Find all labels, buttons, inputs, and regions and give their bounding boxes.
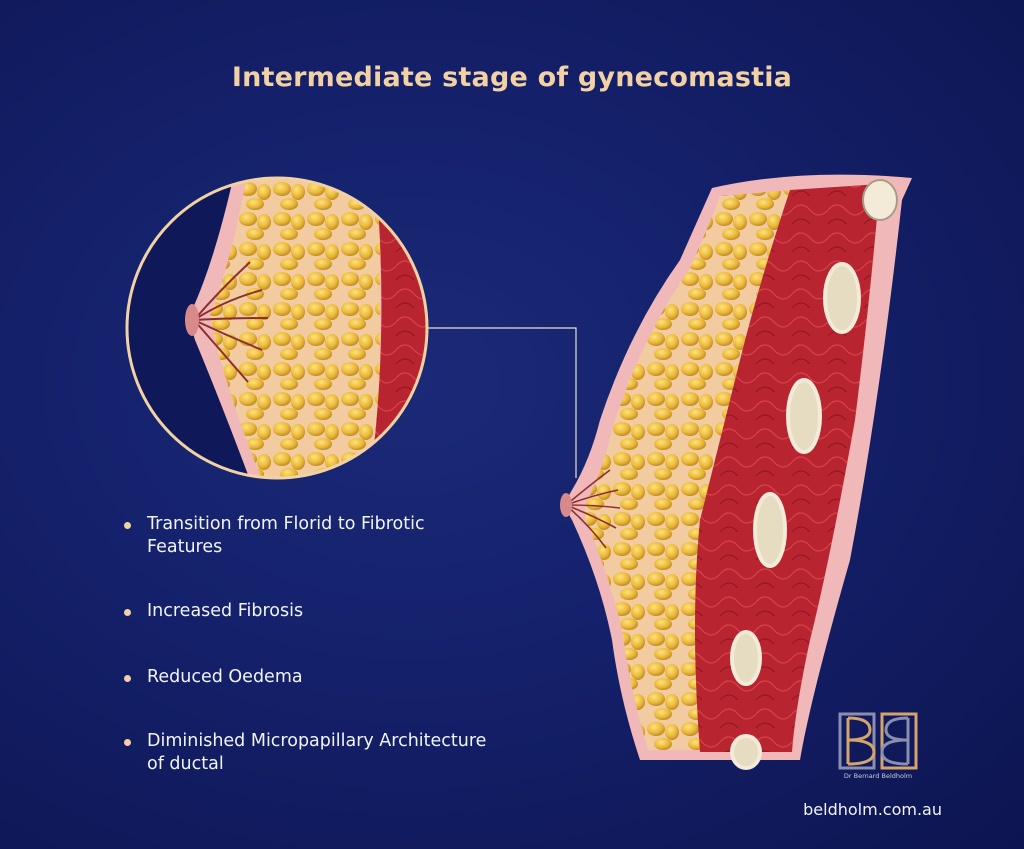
rib-bones: [730, 179, 898, 770]
logo-caption: Dr Bernard Beldholm: [843, 772, 913, 780]
list-item-text: Diminished Micropapillary Architecture o…: [147, 731, 487, 774]
zoom-detail-circle: [125, 176, 429, 480]
list-item: Reduced Oedema: [124, 666, 504, 689]
bullet-dot-icon: [124, 609, 131, 616]
list-item-text: Transition from Florid to Fibrotic Featu…: [147, 514, 425, 557]
bullet-dot-icon: [124, 675, 131, 682]
list-item: Increased Fibrosis: [124, 600, 504, 623]
website-link[interactable]: beldholm.com.au: [803, 800, 942, 819]
zoom-connector-line: [427, 327, 577, 478]
page-title: Intermediate stage of gynecomastia: [231, 62, 793, 93]
bullet-dot-icon: [124, 739, 131, 746]
bullet-dot-icon: [124, 522, 131, 529]
brand-logo-icon: [838, 712, 918, 770]
fat-layer: [585, 190, 790, 750]
list-item: Diminished Micropapillary Architecture o…: [124, 730, 504, 776]
list-item: Transition from Florid to Fibrotic Featu…: [124, 513, 504, 559]
cross-section: [560, 174, 912, 770]
nipple: [560, 493, 572, 517]
list-item-text: Reduced Oedema: [147, 667, 303, 687]
list-item-text: Increased Fibrosis: [147, 601, 304, 621]
